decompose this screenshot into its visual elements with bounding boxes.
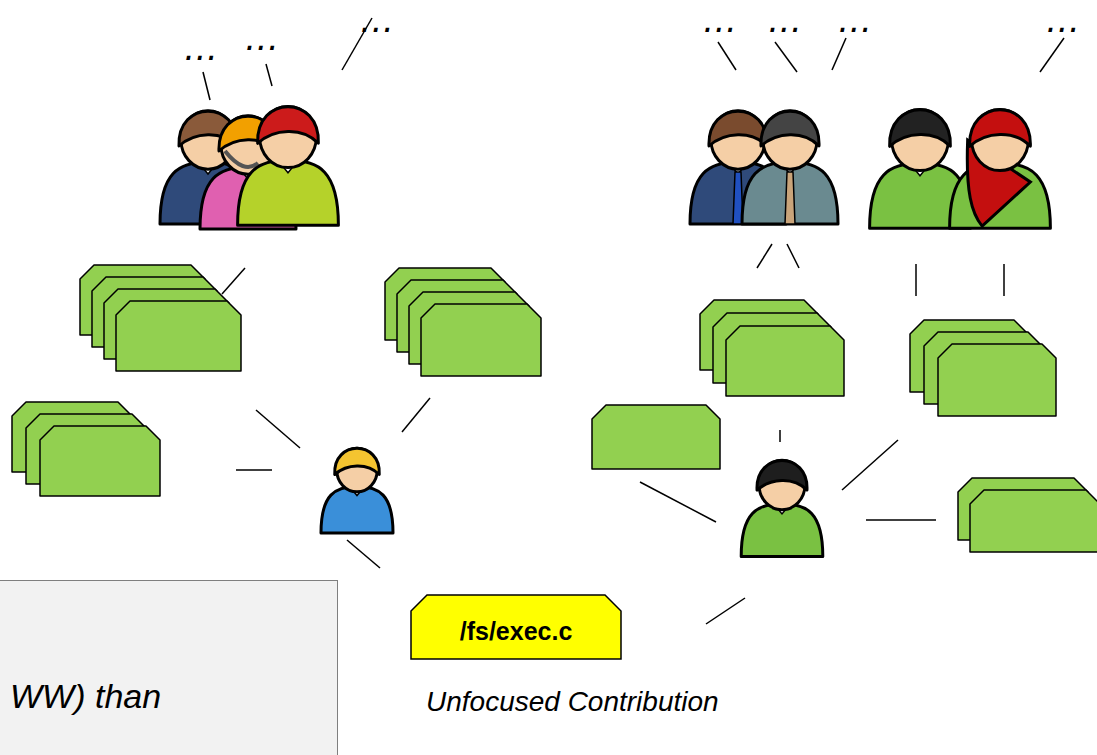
file-icon: [40, 426, 160, 496]
file-name: /fs/exec.c: [460, 617, 573, 646]
ellipsis-mark: …: [184, 28, 218, 68]
people: [160, 106, 1050, 556]
file-icon: [592, 405, 720, 469]
note-box: WW) than: [0, 580, 338, 755]
caption-text: Unfocused Contribution: [426, 686, 719, 718]
file-icon: [938, 344, 1056, 416]
ellipsis-mark: …: [360, 0, 394, 40]
person-icon: [742, 111, 838, 224]
leader-lines: [203, 18, 1064, 624]
ellipsis-mark: …: [245, 18, 279, 58]
file-stacks: [12, 265, 1097, 552]
person-icon: [741, 460, 823, 556]
file-icon: [421, 304, 541, 376]
ellipsis-mark: …: [703, 0, 737, 40]
person-icon: [950, 109, 1051, 228]
file-icon: [116, 301, 241, 371]
ellipsis-mark: …: [768, 0, 802, 40]
person-icon: [238, 106, 339, 225]
ellipsis-mark: …: [838, 0, 872, 40]
ellipsis-mark: …: [1046, 0, 1080, 40]
person-icon: [321, 448, 393, 533]
file-box: /fs/exec.c: [410, 594, 622, 660]
file-icon: [726, 326, 844, 396]
file-icon: [970, 490, 1097, 552]
note-text: WW) than: [10, 677, 161, 716]
